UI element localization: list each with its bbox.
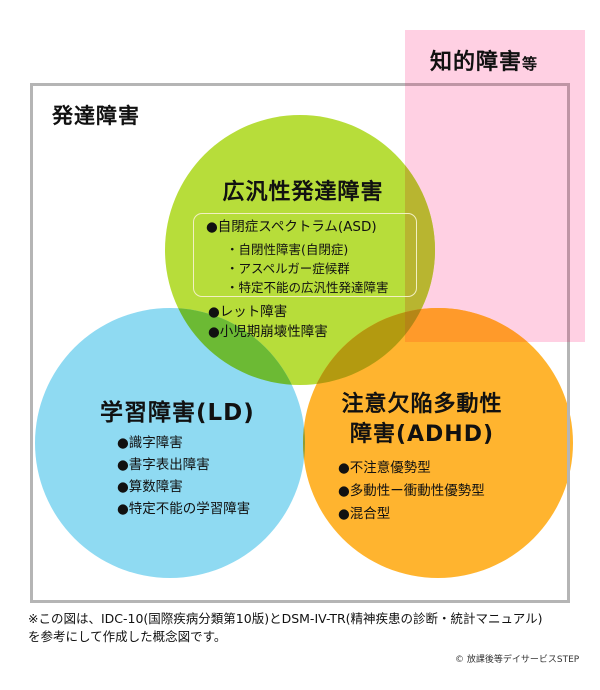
ld-item: ●書字表出障害 [117, 457, 210, 473]
adhd-pink-overlap [405, 308, 528, 342]
adhd-title-line1: 注意欠陥多動性 [341, 392, 503, 417]
adhd-title-line2: 障害(ADHD) [349, 422, 495, 447]
pdd-item: ●小児期崩壊性障害 [208, 324, 328, 340]
adhd-item: ●不注意優勢型 [338, 460, 431, 476]
ld-item: ●特定不能の学習障害 [117, 501, 251, 517]
asd-subitem: ・自閉性障害(自閉症) [226, 242, 349, 257]
ld-circle [35, 308, 305, 578]
adhd-circle [303, 308, 573, 578]
ld-item: ●算数障害 [117, 479, 183, 495]
footnote: ※この図は、IDC-10(国際疾病分類第10版)とDSM-IV-TR(精神疾患の… [28, 610, 543, 646]
adhd-item-list: ●不注意優勢型 ●多動性ー衝動性優勢型 ●混合型 [338, 457, 485, 526]
intellectual-title-suffix: 等 [522, 55, 539, 73]
adhd-item: ●多動性ー衝動性優勢型 [338, 483, 485, 499]
intellectual-disability-title: 知的障害等 [430, 44, 538, 76]
copyright: © 放課後等デイサービスSTEP [455, 655, 580, 665]
pdd-title: 広汎性発達障害 [222, 180, 384, 205]
adhd-title: 注意欠陥多動性 障害(ADHD) [322, 390, 522, 450]
asd-subitem-list: ・自閉性障害(自閉症) ・アスペルガー症候群 ・特定不能の広汎性発達障害 [226, 240, 389, 297]
adhd-item: ●混合型 [338, 506, 391, 522]
footnote-line2: を参考にして作成した概念図です。 [28, 629, 227, 644]
intellectual-disability-region [405, 30, 585, 342]
pdd-circle [165, 115, 435, 385]
ld-item-list: ●識字障害 ●書字表出障害 ●算数障害 ●特定不能の学習障害 [117, 432, 250, 520]
ld-title: 学習障害(LD) [100, 400, 255, 426]
pdd-item: ●レット障害 [208, 304, 288, 320]
footnote-line1: ※この図は、IDC-10(国際疾病分類第10版)とDSM-IV-TR(精神疾患の… [28, 611, 543, 626]
asd-subitem: ・アスペルガー症候群 [226, 261, 350, 276]
intellectual-title-main: 知的障害 [430, 50, 523, 75]
ld-item: ●識字障害 [117, 435, 183, 451]
asd-group-box [193, 213, 417, 297]
asd-label: ●自閉症スペクトラム(ASD) [206, 219, 377, 235]
developmental-disorders-title: 発達障害 [52, 104, 140, 128]
asd-subitem: ・特定不能の広汎性発達障害 [226, 280, 389, 295]
pdd-other-items: ●レット障害 ●小児期崩壊性障害 [208, 302, 328, 342]
